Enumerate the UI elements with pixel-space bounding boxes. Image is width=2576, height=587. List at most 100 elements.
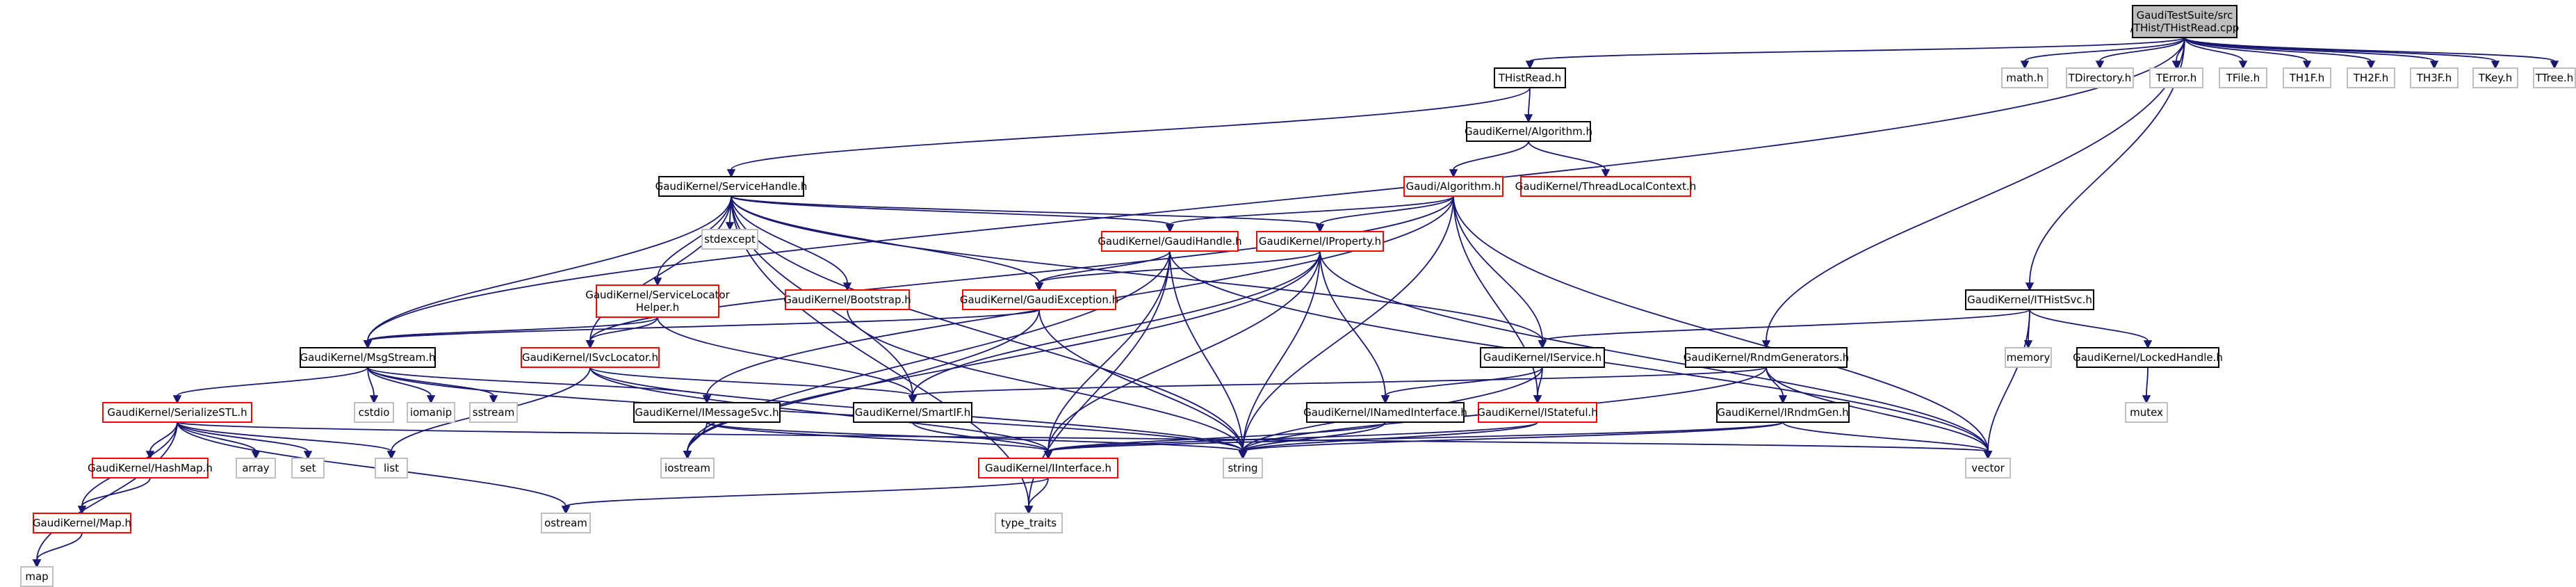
node-label: ostream (544, 517, 587, 529)
node-tkey-h: TKey.h (2472, 67, 2518, 88)
node-th3f-h: TH3F.h (2410, 67, 2459, 88)
edge-line (1528, 140, 1606, 170)
node-box (995, 513, 1063, 533)
node-map-gk[interactable]: GaudiKernel/Map.h (33, 513, 131, 533)
node-label: GaudiKernel/IStateful.h (1477, 406, 1598, 419)
edge-line (177, 421, 392, 452)
node-box (2132, 5, 2237, 38)
node-rndmgenerators[interactable]: GaudiKernel/RndmGenerators.h (1684, 347, 1850, 368)
edge-line (177, 421, 1989, 452)
edge-iinterface-to-type-traits (1024, 477, 1049, 515)
node-gaudihandle[interactable]: GaudiKernel/GaudiHandle.h (1098, 231, 1242, 252)
arrowhead-icon (2023, 340, 2033, 349)
arrowhead-icon (1449, 169, 1458, 178)
edge-line (657, 316, 913, 396)
edge-line (912, 250, 1321, 396)
arrowhead-icon (1024, 506, 1034, 515)
node-bootstrap[interactable]: GaudiKernel/Bootstrap.h (783, 289, 911, 310)
node-isvclocator[interactable]: GaudiKernel/ISvcLocator.h (521, 347, 660, 368)
node-irndmgen[interactable]: GaudiKernel/IRndmGen.h (1716, 402, 1850, 423)
node-list: list (375, 458, 408, 479)
edge-hashmap-to-map-gk (77, 477, 151, 515)
edge-line (367, 316, 658, 341)
node-iservice[interactable]: GaudiKernel/IService.h (1480, 347, 1605, 368)
node-iostream: iostream (660, 458, 715, 479)
edge-line (81, 477, 151, 507)
edge-msgstream-to-serializestl (172, 367, 368, 404)
node-msgstream[interactable]: GaudiKernel/MsgStream.h (300, 347, 436, 368)
node-iinterface[interactable]: GaudiKernel/IInterface.h (978, 458, 1118, 479)
arrowhead-icon (2095, 61, 2105, 70)
node-servicehandle[interactable]: GaudiKernel/ServiceHandle.h (655, 176, 808, 197)
edge-lockedhandle-to-mutex (2142, 367, 2151, 404)
arrowhead-icon (1538, 340, 1547, 349)
node-imessagesvc[interactable]: GaudiKernel/IMessageSvc.h (633, 402, 781, 423)
node-box (300, 347, 436, 368)
node-label: stdexcept (704, 233, 756, 246)
edge-line (1038, 250, 1321, 284)
node-label: TH2F.h (2353, 72, 2388, 84)
edge-svclocatorhelper-to-isvclocator (585, 316, 658, 349)
node-cstdio: cstdio (354, 402, 394, 423)
node-smartif[interactable]: GaudiKernel/SmartIF.h (853, 402, 972, 423)
node-label: sstream (473, 406, 514, 419)
node-inamedinterface[interactable]: GaudiKernel/INamedInterface.h (1303, 402, 1467, 423)
edge-irndmgen-to-vector (1782, 421, 1993, 460)
edge-line (1528, 87, 1531, 115)
edge-line (589, 195, 732, 341)
node-label: set (300, 462, 316, 474)
node-thistread-h[interactable]: THistRead.h (1494, 67, 1566, 88)
edge-line (1242, 421, 1386, 452)
node-box (1965, 289, 2094, 310)
node-gaudi-algorithm[interactable]: Gaudi/Algorithm.h (1403, 176, 1503, 197)
arrowhead-icon (1778, 395, 1788, 404)
edge-line (1038, 250, 1171, 284)
edge-gaudi-algorithm-to-iservice (1453, 195, 1547, 349)
node-box (2076, 347, 2219, 368)
node-tfile-h: TFile.h (2219, 67, 2267, 88)
node-serializestl[interactable]: GaudiKernel/SerializeSTL.h (102, 402, 252, 423)
edge-line (687, 421, 708, 452)
node-label: GaudiKernel/INamedInterface.h (1303, 406, 1467, 419)
edge-line (36, 532, 83, 561)
node-label: TFile.h (2226, 72, 2260, 84)
edge-line (731, 195, 1244, 452)
edge-line (2029, 309, 2149, 341)
node-label: Gaudi/Algorithm.h (1406, 180, 1501, 193)
node-tlc[interactable]: GaudiKernel/ThreadLocalContext.h (1515, 176, 1697, 197)
edge-line (731, 195, 1543, 341)
node-mutex: mutex (2125, 402, 2168, 423)
arrowhead-icon (489, 395, 498, 404)
node-label: TKey.h (2478, 72, 2513, 84)
edge-line (1453, 195, 1543, 341)
node-label: TDirectory.h (2068, 72, 2131, 84)
node-hashmap[interactable]: GaudiKernel/HashMap.h (88, 458, 213, 479)
edge-iproperty-to-vector (1319, 250, 1993, 460)
arrowhead-icon (2025, 282, 2035, 291)
edge-line (1766, 37, 2185, 341)
node-ithistsvc[interactable]: GaudiKernel/ITHistSvc.h (1965, 289, 2094, 310)
node-lockedhandle[interactable]: GaudiKernel/LockedHandle.h (2073, 347, 2223, 368)
node-label: GaudiKernel/IInterface.h (985, 462, 1111, 474)
node-label: map (25, 570, 48, 583)
node-istateful[interactable]: GaudiKernel/IStateful.h (1477, 402, 1598, 423)
node-box (1965, 458, 2011, 479)
node-box (1480, 347, 1605, 368)
edge-iinterface-to-ostream (561, 477, 1049, 515)
node-label: GaudiKernel/RndmGenerators.h (1684, 351, 1850, 364)
edge-thistread-h-to-algorithm-gk (1524, 87, 1533, 123)
edge-line (177, 421, 309, 452)
edge-line (1047, 421, 1386, 452)
edge-line (1242, 250, 1321, 452)
node-iproperty[interactable]: GaudiKernel/IProperty.h (1256, 231, 1384, 252)
node-gaudiexception[interactable]: GaudiKernel/GaudiException.h (960, 289, 1118, 310)
edge-root-to-math-h (2020, 37, 2185, 70)
node-algorithm-gk[interactable]: GaudiKernel/Algorithm.h (1465, 121, 1592, 142)
edge-iproperty-to-gaudiexception (1034, 250, 1321, 291)
edge-line (1453, 195, 1989, 452)
arrowhead-icon (1601, 169, 1611, 178)
node-root[interactable]: GaudiTestSuite/src/THist/THistRead.cpp (2130, 5, 2239, 38)
node-label: iostream (665, 462, 710, 474)
